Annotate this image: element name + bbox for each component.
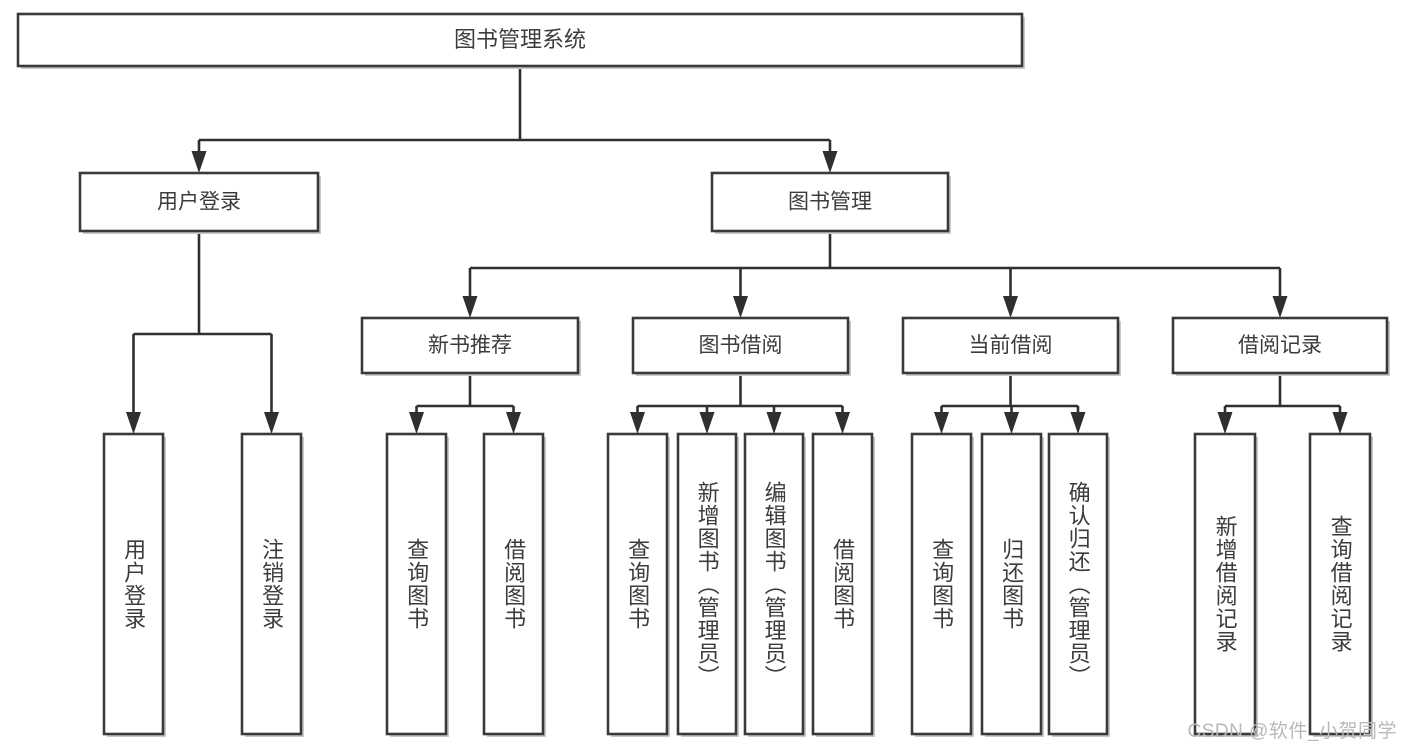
node-box-level2-1[interactable]	[710, 171, 950, 233]
node-label-level2-1: 图书管理	[788, 191, 872, 214]
node-box-leaf-10[interactable]	[1047, 432, 1109, 736]
node-box-leaf-3[interactable]	[482, 432, 545, 736]
node-box-level3-0[interactable]	[360, 316, 580, 375]
node-box-leaf-12[interactable]	[1308, 432, 1372, 736]
node-box-leaf-5[interactable]	[676, 432, 738, 736]
connector-layer	[126, 66, 1348, 434]
node-label-level2-0: 用户登录	[157, 191, 241, 214]
csdn-watermark: CSDN @软件_小贺同学	[1187, 721, 1397, 742]
node-box-leaf-0[interactable]	[102, 432, 165, 736]
node-box-leaf-8[interactable]	[910, 432, 973, 736]
node-label-level3-3: 借阅记录	[1238, 334, 1322, 357]
node-label-level3-1: 图书借阅	[699, 334, 783, 357]
node-box-root[interactable]	[16, 12, 1024, 68]
node-box-level2-0[interactable]	[78, 171, 320, 233]
node-box-leaf-9[interactable]	[980, 432, 1043, 736]
node-box-leaf-11[interactable]	[1193, 432, 1257, 736]
node-label-level3-0: 新书推荐	[428, 334, 512, 357]
node-label-level3-2: 当前借阅	[969, 334, 1053, 357]
node-box-leaf-4[interactable]	[606, 432, 669, 736]
node-box-leaf-6[interactable]	[743, 432, 805, 736]
node-box-level3-1[interactable]	[631, 316, 850, 375]
node-box-level3-2[interactable]	[901, 316, 1120, 375]
node-box-leaf-2[interactable]	[385, 432, 448, 736]
node-label-root: 图书管理系统	[454, 27, 586, 52]
node-box-leaf-7[interactable]	[811, 432, 874, 736]
node-box-level3-3[interactable]	[1171, 316, 1389, 375]
node-box-layer	[16, 12, 1390, 737]
node-box-leaf-1[interactable]	[240, 432, 303, 736]
